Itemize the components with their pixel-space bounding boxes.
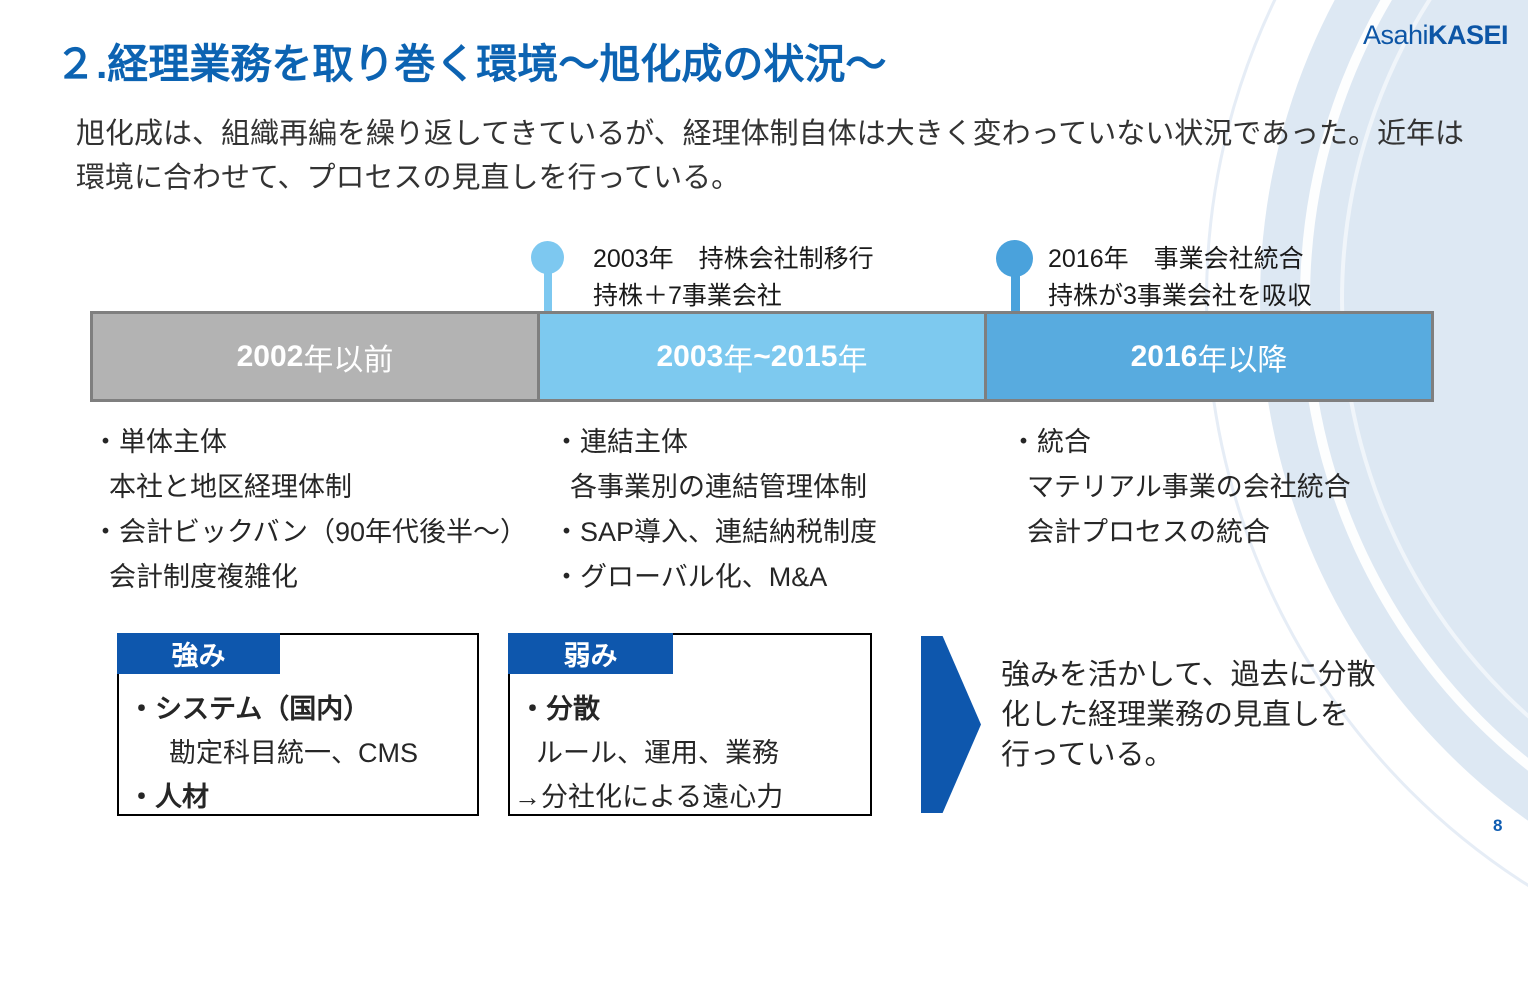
segment-label-part: 年以前 — [303, 343, 394, 377]
segment-label-part: 年 — [723, 343, 754, 377]
list-line: ・人材 — [128, 782, 209, 812]
strengths-box: 強み ・システム（国内） 勘定科目統一、CMS ・人材 — [117, 633, 479, 816]
timeline-callout-2003: 2003年 持株会社制移行 持株＋7事業会社 — [593, 241, 874, 315]
intro-line-1: 旭化成は、組織再編を繰り返してきているが、経理体制自体は大きく変わっていない状況… — [76, 118, 1464, 150]
right-arrow-icon — [921, 636, 981, 813]
list-line: 強みを活かして、過去に分散 — [1001, 659, 1376, 691]
list-line: 行っている。 — [1001, 739, 1174, 771]
list-line: 化した経理業務の見直しを — [1001, 699, 1350, 731]
segment-label-part: ~2015 — [753, 339, 838, 373]
intro-text: 旭化成は、組織再編を繰り返してきているが、経理体制自体は大きく変わっていない状況… — [76, 112, 1464, 200]
list-line: 本社と地区経理体制 — [109, 472, 352, 502]
list-line: ・連結主体 — [553, 427, 688, 457]
list-line: ・会計ビックバン（90年代後半～） — [92, 517, 528, 547]
list-line: 会計プロセスの統合 — [1027, 517, 1270, 547]
segment-label-part: 2002 — [236, 339, 304, 373]
logo-text-kasei: KASEI — [1428, 20, 1509, 50]
bullet-column-before-2002: ・単体主体本社と地区経理体制・会計ビックバン（90年代後半～） 会計制度複雑化 — [92, 420, 527, 600]
callout-2003-line-2: 持株＋7事業会社 — [593, 282, 782, 310]
logo-text-asahi: Asahi — [1363, 20, 1429, 50]
bullet-column-2003-2015: ・連結主体各事業別の連結管理体制・SAP導入、連結納税制度・グローバル化、M&A — [553, 420, 877, 600]
timeline-marker-2003 — [531, 241, 564, 274]
timeline-marker-2016-stem — [1011, 274, 1020, 314]
list-line: ・分散 — [519, 694, 600, 724]
list-line: ・統合 — [1010, 427, 1091, 457]
weaknesses-box-body: ・分散ルール、運用、業務 →分社化による遠心力 — [510, 635, 870, 819]
list-line: →分社化による遠心力 — [514, 782, 784, 812]
page-title: ２.経理業務を取り巻く環境～旭化成の状況～ — [55, 41, 887, 87]
segment-label-part: 年以降 — [1197, 343, 1288, 377]
callout-2003-line-1: 2003年 持株会社制移行 — [593, 245, 874, 273]
list-line: ルール、運用、業務 — [536, 738, 779, 768]
conclusion-text: 強みを活かして、過去に分散化した経理業務の見直しを行っている。 — [1001, 655, 1376, 775]
intro-line-2: 環境に合わせて、プロセスの見直しを行っている。 — [76, 162, 741, 194]
weaknesses-box: 弱み ・分散ルール、運用、業務 →分社化による遠心力 — [508, 633, 872, 816]
callout-2016-line-1: 2016年 事業会社統合 — [1048, 245, 1304, 273]
segment-label-part: 2003 — [656, 339, 724, 373]
weaknesses-box-header: 弱み — [508, 633, 673, 674]
strengths-box-body: ・システム（国内） 勘定科目統一、CMS ・人材 — [119, 635, 477, 819]
list-line: ・SAP導入、連結納税制度 — [553, 517, 878, 547]
callout-2016-line-2: 持株が3事業会社を吸収 — [1048, 282, 1312, 310]
list-line: 各事業別の連結管理体制 — [570, 472, 867, 502]
list-line: ・単体主体 — [92, 427, 227, 457]
list-line: 会計制度複雑化 — [109, 562, 298, 592]
timeline-callout-2016: 2016年 事業会社統合 持株が3事業会社を吸収 — [1048, 241, 1312, 315]
bullet-column-after-2016: ・統合マテリアル事業の会社統合会計プロセスの統合 — [1010, 420, 1351, 555]
list-line: マテリアル事業の会社統合 — [1027, 472, 1351, 502]
list-line: 勘定科目統一、CMS — [169, 738, 418, 768]
timeline-marker-2016 — [996, 240, 1033, 277]
segment-label-part: 2016 — [1130, 339, 1198, 373]
segment-label-part: 年 — [837, 343, 868, 377]
list-line: ・グローバル化、M&A — [553, 562, 828, 592]
timeline-marker-2003-stem — [544, 272, 552, 314]
list-line: ・システム（国内） — [128, 694, 371, 724]
strengths-box-header: 強み — [117, 633, 280, 674]
asahi-kasei-logo: AsahiKASEI — [1363, 20, 1509, 51]
page-number: 8 — [1493, 816, 1503, 835]
